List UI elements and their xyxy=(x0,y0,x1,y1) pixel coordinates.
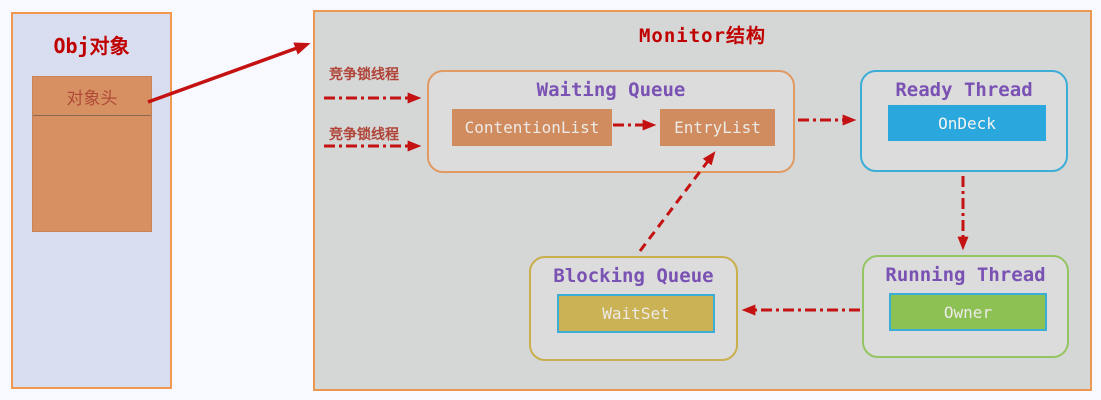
object-header-label: 对象头 xyxy=(33,77,151,116)
running-thread-group: Running Thread Owner xyxy=(862,255,1069,358)
object-box-title: Obj对象 xyxy=(53,34,130,58)
blocking-queue-title: Blocking Queue xyxy=(553,265,714,287)
object-box: Obj对象 对象头 xyxy=(11,12,172,389)
competing-thread-label-2: 竞争锁线程 xyxy=(329,127,399,143)
blocking-queue-group: Blocking Queue WaitSet xyxy=(529,256,738,361)
contention-list-box: ContentionList xyxy=(452,109,612,146)
waitset-box: WaitSet xyxy=(557,294,715,333)
entry-list-box: EntryList xyxy=(660,109,775,146)
waiting-queue-group: Waiting Queue ContentionList EntryList xyxy=(427,70,795,173)
ondeck-box: OnDeck xyxy=(888,105,1046,141)
running-thread-title: Running Thread xyxy=(885,264,1046,286)
ready-thread-group: Ready Thread OnDeck xyxy=(860,70,1068,172)
object-header-box: 对象头 xyxy=(32,76,152,232)
ready-thread-title: Ready Thread xyxy=(895,79,1033,101)
owner-box: Owner xyxy=(889,293,1047,331)
competing-thread-label-1: 竞争锁线程 xyxy=(329,67,399,83)
monitor-title: Monitor结构 xyxy=(638,25,767,47)
waiting-queue-title: Waiting Queue xyxy=(536,79,686,101)
